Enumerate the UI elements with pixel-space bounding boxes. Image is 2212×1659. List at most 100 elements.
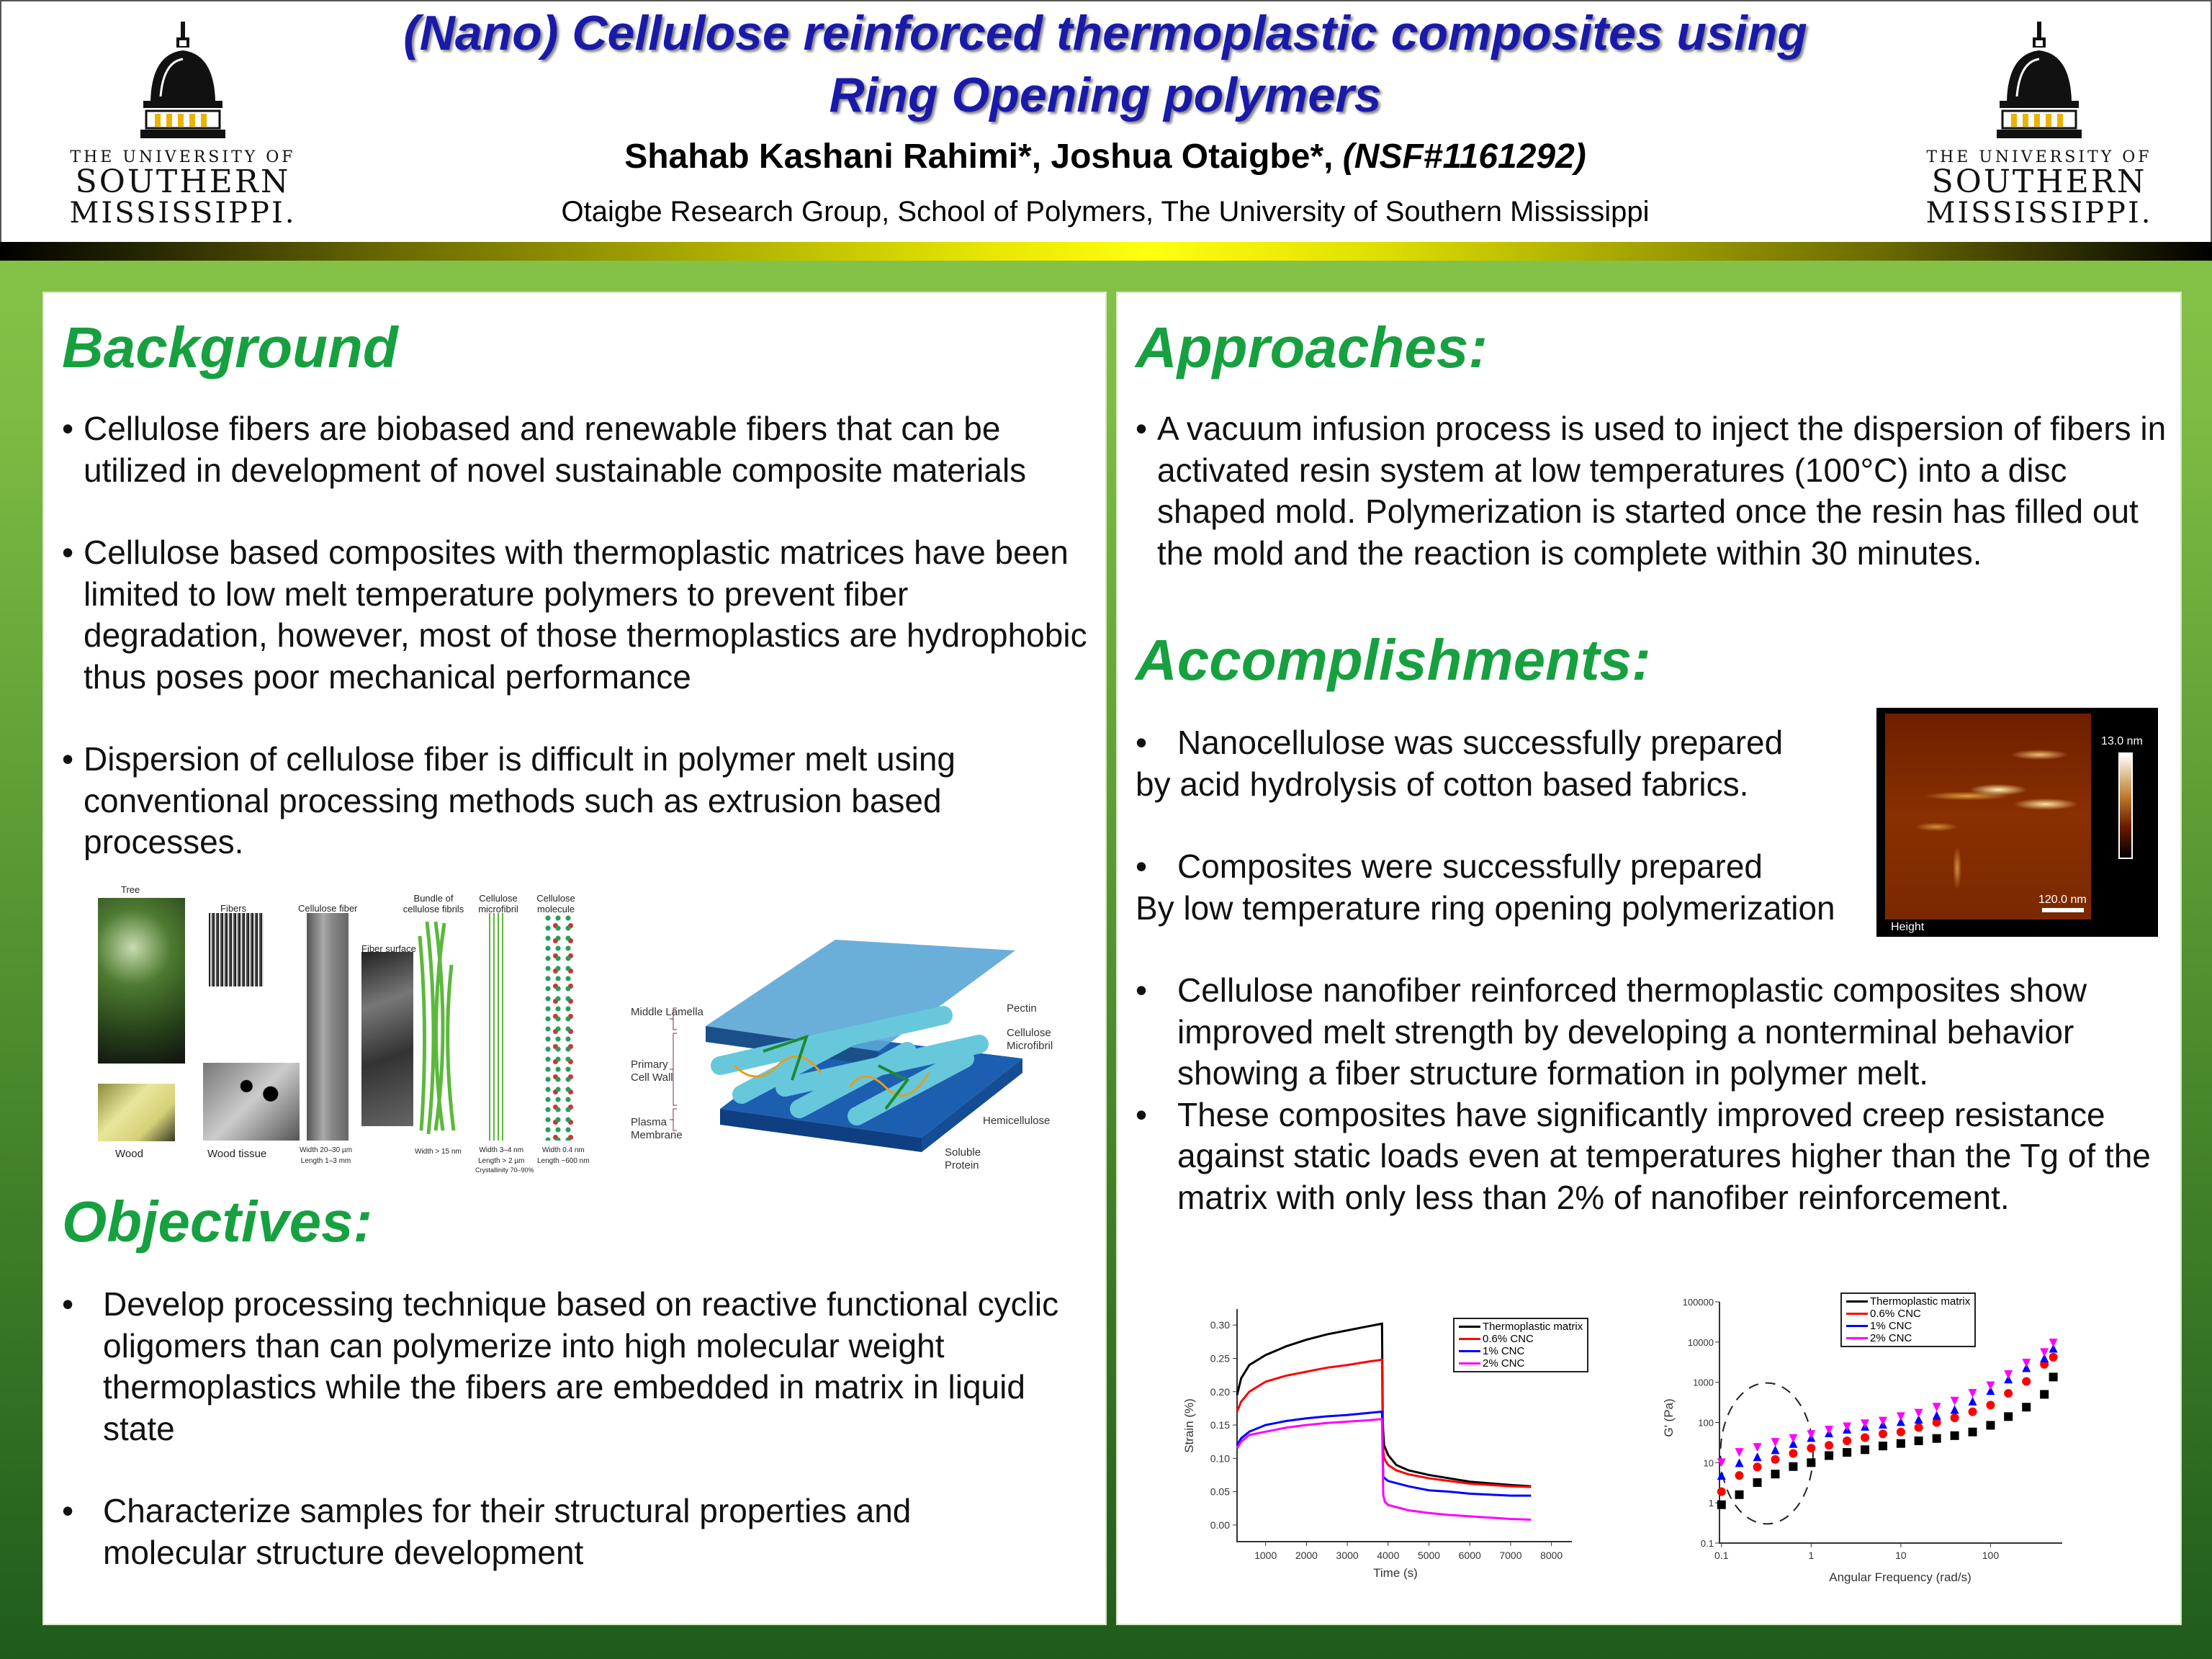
data-point bbox=[1861, 1433, 1870, 1442]
bullet-text: Cellulose nanofiber reinforced thermopla… bbox=[1177, 971, 2087, 1092]
afm-scale-max: 13.0 nm bbox=[2101, 735, 2143, 747]
label-soluble-protein: Soluble Protein bbox=[945, 1146, 981, 1172]
data-point bbox=[1878, 1442, 1887, 1451]
data-point bbox=[2049, 1352, 2058, 1362]
x-tick-label: 4000 bbox=[1377, 1550, 1399, 1561]
legend-label: Thermoplastic matrix bbox=[1483, 1321, 1583, 1333]
data-point bbox=[1968, 1407, 1977, 1416]
bullet-text: Characterize samples for their structura… bbox=[103, 1492, 912, 1571]
legend-entry: 2% CNC bbox=[1846, 1332, 1970, 1344]
data-point bbox=[1914, 1415, 1923, 1424]
fiber-surface-micrograph bbox=[361, 952, 413, 1126]
data-point bbox=[1789, 1449, 1798, 1458]
author-names: Shahab Kashani Rahimi*, Joshua Otaigbe*, bbox=[624, 138, 1343, 176]
data-point bbox=[1771, 1470, 1780, 1479]
fibers-micrograph bbox=[209, 913, 264, 986]
bullet-item: •Dispersion of cellulose fiber is diffic… bbox=[62, 740, 956, 860]
university-logo-left: THE UNIVERSITY OF SOUTHERN MISSISSIPPI. bbox=[68, 22, 298, 238]
data-point bbox=[1950, 1431, 1959, 1440]
y-tick-label: 10 bbox=[1704, 1457, 1714, 1468]
label-bundle-dims: Width > 15 nm bbox=[415, 1148, 462, 1156]
data-point bbox=[1789, 1434, 1798, 1443]
data-point bbox=[2040, 1354, 2049, 1363]
bullet-item: •These composites have significantly imp… bbox=[1136, 1095, 2151, 1216]
approaches-bullets: •A vacuum infusion process is used to in… bbox=[1136, 408, 2172, 574]
bullet-item: •Composites were successfully prepared bbox=[1136, 848, 1763, 885]
y-axis-label: Strain (%) bbox=[1182, 1398, 1196, 1453]
data-point bbox=[1878, 1416, 1887, 1426]
data-point bbox=[2022, 1363, 2031, 1372]
molecule-drawing bbox=[543, 913, 573, 1141]
label-micro-dims: Width 3–4 nm Length > 2 µm bbox=[478, 1146, 525, 1165]
label-plasma-membrane: Plasma Membrane bbox=[631, 1116, 683, 1141]
data-point bbox=[1825, 1451, 1834, 1460]
x-tick-label: 1 bbox=[1808, 1550, 1814, 1561]
bullet-item: •Develop processing technique based on r… bbox=[62, 1285, 1059, 1447]
legend-label: 0.6% CNC bbox=[1870, 1308, 1921, 1320]
logo-text-line2: SOUTHERN bbox=[1931, 163, 2147, 200]
grant-number: (NSF#1161292) bbox=[1342, 138, 1586, 176]
data-point bbox=[1968, 1427, 1977, 1437]
dome-icon bbox=[1997, 22, 2082, 138]
data-point bbox=[2022, 1377, 2031, 1386]
bullet-item: •Cellulose nanofiber reinforced thermopl… bbox=[1136, 971, 2087, 1092]
x-tick-label: 2000 bbox=[1295, 1550, 1318, 1561]
cell-wall-drawing bbox=[670, 940, 1022, 1152]
y-tick-label: 0.10 bbox=[1210, 1452, 1230, 1464]
bullet-text: Nanocellulose was successfully prepared bbox=[1177, 724, 1784, 761]
legend-label: 2% CNC bbox=[1483, 1357, 1525, 1370]
bullet-text: A vacuum infusion process is used to inj… bbox=[1157, 410, 2167, 572]
x-axis-label: Time (s) bbox=[1373, 1566, 1418, 1580]
afm-scan bbox=[1885, 714, 2091, 920]
afm-height-image: 13.0 nm 120.0 nm Height bbox=[1876, 708, 2158, 937]
data-point bbox=[1950, 1396, 1959, 1406]
x-tick-label: 0.1 bbox=[1714, 1550, 1729, 1561]
afm-scale-bar-label: 120.0 nm bbox=[2038, 894, 2087, 906]
data-point bbox=[1717, 1458, 1726, 1467]
creep-chart-legend: Thermoplastic matrix 0.6% CNC 1% CNC 2% … bbox=[1453, 1318, 1589, 1372]
y-tick-label: 0.20 bbox=[1210, 1386, 1230, 1398]
x-tick-label: 6000 bbox=[1459, 1550, 1481, 1561]
legend-entry: 2% CNC bbox=[1459, 1357, 1583, 1370]
legend-entry: 0.6% CNC bbox=[1846, 1308, 1970, 1320]
bullet-item: •Cellulose fibers are biobased and renew… bbox=[62, 410, 1027, 489]
poster-title-line2: Ring Opening polymers bbox=[829, 68, 1382, 122]
data-point bbox=[1771, 1455, 1780, 1464]
data-point bbox=[1932, 1434, 1941, 1443]
x-tick-label: 10 bbox=[1895, 1550, 1907, 1561]
data-point bbox=[1735, 1490, 1744, 1499]
bullet-text: Cellulose based composites with thermopl… bbox=[84, 534, 1087, 696]
data-point bbox=[1932, 1403, 1941, 1412]
legend-entry: 1% CNC bbox=[1459, 1345, 1583, 1357]
y-tick-label: 1 bbox=[1709, 1498, 1714, 1509]
label-mol-dims: Width 0.4 nm Length ~600 nm bbox=[537, 1146, 590, 1165]
legend-label: 1% CNC bbox=[1483, 1345, 1525, 1357]
data-point bbox=[2022, 1403, 2031, 1412]
y-tick-label: 10000 bbox=[1688, 1337, 1714, 1348]
axes bbox=[1236, 1309, 1572, 1542]
bullet-text: Cellulose fibers are biobased and renewa… bbox=[84, 410, 1027, 489]
y-tick-label: 0.25 bbox=[1210, 1352, 1230, 1364]
data-point bbox=[1986, 1381, 1995, 1390]
label-primary-cell-wall: Primary Cell Wall bbox=[631, 1058, 673, 1084]
bullet-text: These composites have significantly impr… bbox=[1177, 1095, 2151, 1216]
x-tick-label: 3000 bbox=[1336, 1550, 1359, 1561]
label-fibers: Fibers bbox=[220, 903, 247, 914]
legend-entry: 1% CNC bbox=[1846, 1320, 1970, 1332]
bullet-text-continued: By low temperature ring opening polymeri… bbox=[1136, 889, 1835, 927]
approaches-heading: Approaches: bbox=[1136, 315, 1488, 379]
data-point bbox=[1825, 1441, 1834, 1450]
data-point bbox=[1771, 1445, 1780, 1455]
logo-text-line1: THE UNIVERSITY OF bbox=[70, 148, 296, 166]
data-point bbox=[1896, 1417, 1905, 1426]
data-point bbox=[1753, 1452, 1762, 1462]
data-point bbox=[1735, 1458, 1744, 1467]
data-point bbox=[1861, 1419, 1870, 1429]
poster-title-line1: (Nano) Cellulose reinforced thermoplasti… bbox=[403, 6, 1807, 60]
label-wood-tissue: Wood tissue bbox=[207, 1148, 267, 1160]
microfibril-drawing bbox=[489, 913, 503, 1141]
logo-text-line3: MISSISSIPPI. bbox=[1925, 197, 2153, 230]
accomplishments-heading: Accomplishments: bbox=[1136, 628, 1651, 692]
right-panel bbox=[1116, 292, 2182, 1625]
